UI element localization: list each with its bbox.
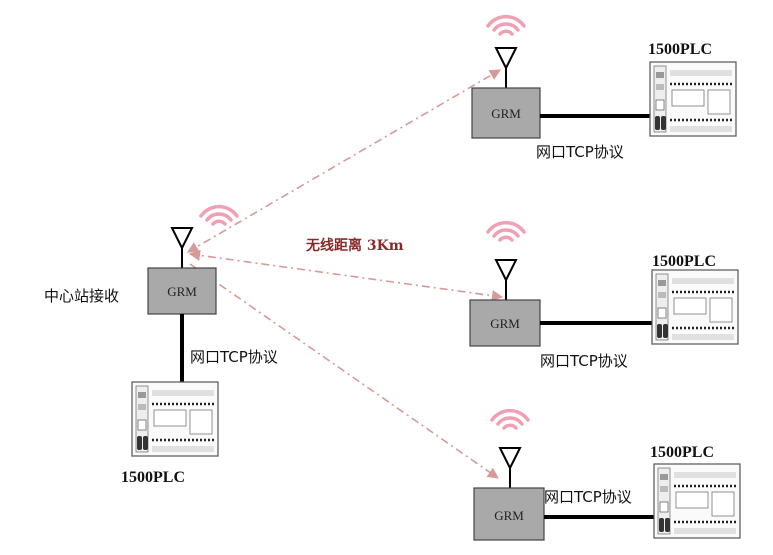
remote3-grm-box [473,487,545,541]
remote-station-3: GRM 网口TCP协议 1500PLC [473,408,742,541]
remote3-signal-icon [490,408,530,430]
remote3-plc-icon [652,462,742,540]
remote-station-1: GRM 网口TCP协议 1500PLC [471,14,738,161]
remote1-protocol-label: 网口TCP协议 [536,143,624,161]
center-protocol-label: 网口TCP协议 [190,348,278,366]
remote1-signal-icon [486,14,526,36]
remote2-plc-icon [650,268,740,346]
center-signal-icon [199,204,239,226]
remote1-plc-label: 1500PLC [648,41,712,58]
remote1-grm-box [471,87,541,139]
remote2-grm-label: GRM [490,316,520,331]
link-center-remote3 [189,263,499,479]
remote3-plc-label: 1500PLC [650,444,714,461]
remote3-grm-label: GRM [494,508,524,523]
center-antenna-icon [171,227,193,269]
distance-label: 无线距离 3Km [305,237,404,254]
remote3-antenna-icon [499,447,521,489]
center-grm-box [147,267,217,315]
remote1-antenna-icon [495,47,517,89]
remote2-plc-label: 1500PLC [652,253,716,270]
center-station-label: 中心站接收 [44,287,119,305]
center-plc-label: 1500PLC [121,469,185,486]
center-station: GRM 中心站接收 网口TCP协议 1500PLC [44,204,278,486]
remote-station-2: GRM 网口TCP协议 1500PLC [469,220,740,370]
remote3-protocol-label: 网口TCP协议 [544,488,632,506]
center-grm-label: GRM [167,284,197,299]
remote2-signal-icon [486,220,526,242]
remote1-plc-icon [648,60,738,138]
remote1-grm-label: GRM [491,106,521,121]
link-center-remote2 [188,249,504,302]
remote2-protocol-label: 网口TCP协议 [540,352,628,370]
link-center-remote1 [187,69,501,253]
center-plc-icon [130,380,220,458]
remote2-grm-box [469,299,541,347]
remote2-antenna-icon [495,259,517,301]
